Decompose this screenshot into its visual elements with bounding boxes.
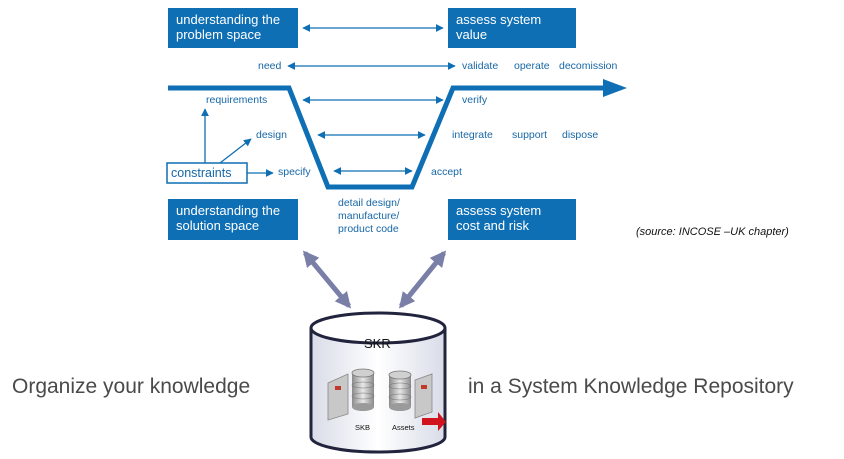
label-constraints: constraints bbox=[171, 166, 232, 180]
label-requirements: requirements bbox=[206, 94, 268, 106]
arrow-solution-to-skr bbox=[302, 250, 352, 309]
label-detail-design: detail design/ manufacture/ product code bbox=[338, 197, 400, 235]
arrow-constraints-design bbox=[219, 138, 252, 164]
caption-organize: Organize your knowledge bbox=[12, 375, 251, 398]
label-operate: operate bbox=[514, 60, 550, 72]
source-citation: (source: INCOSE –UK chapter) bbox=[636, 226, 789, 238]
skb-label: SKB bbox=[355, 423, 371, 432]
skb-database-icon bbox=[327, 368, 375, 421]
skr-cylinder bbox=[309, 311, 447, 454]
label-dispose: dispose bbox=[562, 129, 599, 141]
assets-label: Assets bbox=[392, 423, 415, 432]
label-specify: specify bbox=[278, 166, 311, 178]
system-value-box: assess system value bbox=[448, 8, 576, 48]
label-support: support bbox=[512, 129, 548, 141]
label-verify: verify bbox=[462, 94, 488, 106]
label-design: design bbox=[256, 129, 287, 141]
label-validate: validate bbox=[462, 60, 499, 72]
label-need: need bbox=[258, 60, 282, 72]
problem-space-box: understanding the problem space bbox=[168, 8, 298, 48]
vee-arrowhead bbox=[603, 79, 627, 97]
cost-risk-box: assess system cost and risk bbox=[448, 199, 576, 240]
label-decomission: decomission bbox=[559, 60, 618, 72]
label-integrate: integrate bbox=[452, 129, 493, 141]
assets-database-icon bbox=[388, 370, 446, 431]
skr-title: SKR bbox=[364, 336, 391, 351]
solution-space-box: understanding the solution space bbox=[168, 199, 298, 240]
caption-repository: in a System Knowledge Repository bbox=[468, 375, 794, 398]
arrow-cost-to-skr bbox=[398, 250, 447, 309]
label-accept: accept bbox=[431, 166, 462, 178]
vee-path bbox=[168, 85, 603, 190]
